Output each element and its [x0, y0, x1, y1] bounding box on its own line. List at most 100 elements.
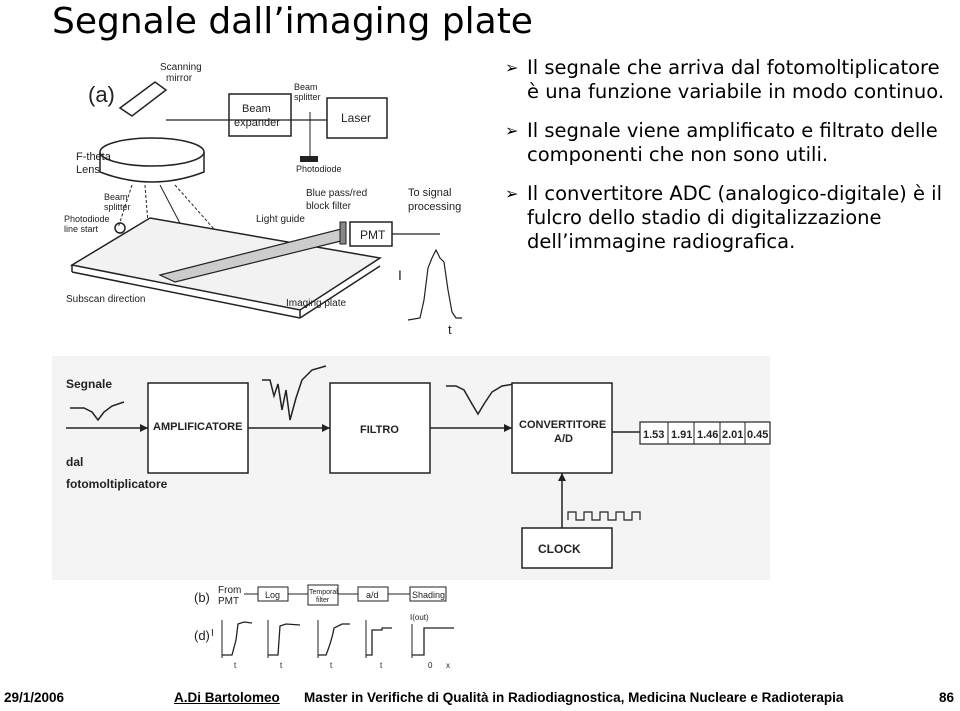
arrow-icon [558, 473, 566, 481]
step-wave-2 [268, 623, 301, 656]
photodiode-line-label: Photodiode [64, 214, 110, 224]
step-wave-3 [318, 623, 350, 656]
i-out-label: I(out) [410, 613, 429, 622]
arrow-bullet-icon: ➢ [505, 58, 519, 77]
imaging-plate-label: Imaging plate [286, 298, 346, 309]
pmt-box [349, 221, 393, 247]
chain-background [52, 356, 770, 580]
shading-box [409, 586, 447, 602]
adc-label: CONVERTITORE [519, 419, 606, 431]
ftheta-lens [99, 137, 205, 167]
filter-label: FILTRO [360, 424, 399, 436]
amplified-wave [262, 365, 327, 421]
clock-label: CLOCK [538, 542, 581, 556]
beam-splitter-left-label: Beam [104, 192, 128, 202]
figure-a-tag: (a) [88, 82, 115, 107]
ftheta-label: F-theta [76, 151, 112, 163]
signal-label-3: fotomoltiplicatore [66, 477, 168, 491]
footer-course: Master in Verifiche di Qualità in Radiod… [304, 690, 844, 705]
footer-date: 29/1/2006 [4, 690, 65, 705]
beam-splitter-left-label-2: splitter [104, 202, 131, 212]
bullet-text: Il segnale che arriva dal fotomoltiplica… [527, 56, 946, 103]
photodiode-label: Photodiode [296, 164, 342, 174]
d-axis-t: t [330, 661, 333, 670]
scan-beam [117, 184, 133, 229]
digital-value: 1.53 [643, 429, 664, 441]
signal-axis-t: t [448, 322, 452, 337]
bullet-item: ➢ Il segnale viene amplificato e filtrat… [505, 119, 955, 167]
step-wave-5 [412, 627, 454, 656]
digital-value: 2.01 [722, 429, 743, 441]
laser-label: Laser [341, 111, 371, 125]
scan-beam [174, 184, 223, 239]
pmt-label: PMT [360, 228, 386, 242]
bullet-text: Il segnale viene amplificato e filtrato … [527, 119, 944, 166]
beam-splitter-top-label: Beam [294, 82, 318, 92]
figure-b-tag: (b) [194, 590, 210, 605]
temporal-filter-label: Temporal [309, 589, 338, 596]
digital-value: 0.45 [747, 429, 768, 441]
from-pmt-label-2: PMT [218, 596, 239, 607]
ftheta-lens-body [99, 152, 205, 183]
filtered-wave [446, 383, 515, 416]
adc-box [511, 382, 613, 474]
scanning-mirror-label: Scanning [160, 62, 202, 73]
beam-splitter-top-label-2: splitter [294, 92, 321, 102]
arrow-bullet-icon: ➢ [505, 121, 519, 140]
d-axis-t: t [380, 661, 383, 670]
digital-values-row: 1.53 1.91 1.46 2.01 0.45 [639, 421, 771, 445]
clock-pulse-wave [567, 511, 641, 521]
ad-box [357, 586, 389, 602]
beam-expander-label-2: expander [234, 117, 280, 129]
d-axis-i: I [211, 628, 214, 639]
figure-d-tag: (d) [194, 628, 210, 643]
digital-values-box [639, 421, 771, 445]
bullet-item: ➢ Il segnale che arriva dal fotomoltipli… [505, 56, 955, 104]
digital-value: 1.91 [671, 429, 692, 441]
subscan-label: Subscan direction [66, 294, 146, 305]
digital-value: 1.46 [697, 429, 718, 441]
signal-label-1: Segnale [66, 377, 112, 391]
footer-author: A.Di Bartolomeo [174, 690, 280, 705]
plate-edge [299, 265, 381, 319]
d-axis-t: t [280, 661, 283, 670]
beam-expander-label: Beam [242, 103, 271, 115]
beam-expander-box [228, 93, 292, 137]
from-pmt-label: From [218, 585, 241, 596]
adc-label-2: A/D [554, 433, 573, 445]
arrow-icon [504, 424, 512, 432]
blue-pass-label: Blue pass/red [306, 188, 367, 199]
log-box [257, 586, 289, 602]
ftheta-label-2: Lens [76, 164, 100, 176]
zero-label: 0 [428, 661, 433, 670]
slide-footer: 29/1/2006 A.Di Bartolomeo Master in Veri… [0, 690, 960, 711]
ad-label: a/d [366, 590, 379, 600]
arrow-bullet-icon: ➢ [505, 184, 519, 203]
signal-label-2: dal [66, 455, 83, 469]
x-label: x [446, 661, 450, 670]
arrow-icon [322, 424, 330, 432]
to-signal-label-2: processing [408, 201, 461, 213]
step-wave-4 [366, 627, 392, 656]
blue-pass-filter [339, 221, 347, 245]
light-guide-label: Light guide [256, 214, 305, 225]
bullet-list: ➢ Il segnale che arriva dal fotomoltipli… [505, 56, 955, 269]
d-axis-t: t [234, 661, 237, 670]
photodiode-line-start-icon [114, 222, 126, 234]
photodiode-top [300, 156, 318, 162]
shading-label: Shading [412, 590, 445, 600]
filter-box [329, 382, 431, 474]
scanning-mirror-label-2: mirror [166, 73, 193, 84]
photodiode-line-label-2: line start [64, 224, 99, 234]
plate-edge [71, 271, 301, 319]
step-wave-1 [222, 621, 253, 656]
to-signal-label: To signal [408, 187, 451, 199]
amplifier-label: AMPLIFICATORE [153, 421, 242, 433]
signal-axis-i: I [398, 267, 402, 283]
temporal-filter-box [307, 584, 339, 606]
clock-box [521, 527, 613, 569]
pmt-signal-trace [407, 248, 462, 321]
page-number: 86 [938, 690, 954, 705]
slide-title: Segnale dall’imaging plate [52, 1, 533, 42]
arrow-icon [140, 424, 148, 432]
